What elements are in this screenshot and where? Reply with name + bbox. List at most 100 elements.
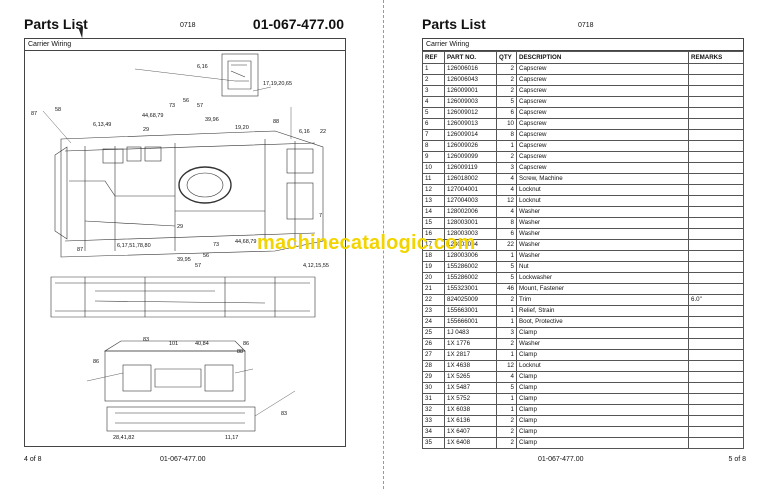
page-code: 0718 [578, 22, 594, 29]
cell-part-no: 127004003 [444, 195, 497, 207]
cell-remarks [688, 250, 744, 262]
cell-description: Clamp [516, 437, 689, 449]
callout: 6,13,49 [93, 122, 111, 128]
cell-qty: 2 [496, 338, 517, 350]
cell-ref: 29 [422, 371, 445, 383]
cell-description: Capscrew [516, 85, 689, 97]
cell-remarks [688, 74, 744, 86]
callout: 29 [143, 127, 149, 133]
cell-description: Washer [516, 228, 689, 240]
col-part-no: PART NO. [444, 51, 497, 64]
col-qty: QTY [496, 51, 517, 64]
callout: 39,95 [177, 257, 191, 263]
cell-ref: 2 [422, 74, 445, 86]
cell-part-no: 126009003 [444, 96, 497, 108]
callout: 17,19,20,65 [263, 81, 292, 87]
cell-part-no: 1X 5487 [444, 382, 497, 394]
cell-remarks [688, 393, 744, 405]
cell-part-no: 126018002 [444, 173, 497, 185]
cell-ref: 32 [422, 404, 445, 416]
cell-description: Clamp [516, 371, 689, 383]
callout: 73 [169, 103, 175, 109]
callout: 44,68,79 [235, 239, 256, 245]
cell-description: Capscrew [516, 162, 689, 174]
cell-qty: 10 [496, 118, 517, 130]
cell-part-no: 128003001 [444, 217, 497, 229]
cell-part-no: 155663001 [444, 305, 497, 317]
wiring-drawing: 6,16 17,19,20,65 73 56 57 44,68,79 39,96… [24, 51, 346, 447]
callout: 58 [55, 107, 61, 113]
cell-part-no: 1X 4638 [444, 360, 497, 372]
cell-qty: 5 [496, 261, 517, 273]
cell-part-no: 128002006 [444, 206, 497, 218]
cell-ref: 15 [422, 217, 445, 229]
cell-qty: 4 [496, 206, 517, 218]
cell-qty: 1 [496, 305, 517, 317]
cell-remarks [688, 316, 744, 328]
section-label: Carrier Wiring [24, 38, 346, 51]
table-header-row: REF PART NO. QTY DESCRIPTION REMARKS [422, 51, 744, 64]
callout: 19,20 [235, 125, 249, 131]
cell-qty: 46 [496, 283, 517, 295]
cell-description: Washer [516, 250, 689, 262]
cell-description: Capscrew [516, 118, 689, 130]
cell-remarks [688, 118, 744, 130]
cell-description: Boot, Protective [516, 316, 689, 328]
callout: 88 [273, 119, 279, 125]
cell-description: Nut [516, 261, 689, 273]
cell-remarks [688, 217, 744, 229]
cell-remarks [688, 382, 744, 394]
cell-qty: 12 [496, 360, 517, 372]
cell-part-no: 155323001 [444, 283, 497, 295]
col-remarks: REMARKS [688, 51, 744, 64]
callout: 56 [203, 253, 209, 259]
cell-remarks [688, 184, 744, 196]
callout: 11,17 [225, 435, 238, 441]
callout: 86 [93, 359, 99, 365]
callout: 83 [281, 411, 287, 417]
cell-remarks [688, 272, 744, 284]
cell-part-no: 1X 5752 [444, 393, 497, 405]
cell-remarks [688, 283, 744, 295]
cell-description: Capscrew [516, 107, 689, 119]
cell-description: Clamp [516, 382, 689, 394]
cell-part-no: 126006043 [444, 74, 497, 86]
cell-description: Capscrew [516, 96, 689, 108]
cell-part-no: 155666001 [444, 316, 497, 328]
cell-part-no: 1X 6407 [444, 426, 497, 438]
cell-remarks [688, 129, 744, 141]
callout: 29 [177, 224, 183, 230]
cell-description: Clamp [516, 393, 689, 405]
page-title: Parts List [422, 16, 486, 32]
page-divider [383, 0, 384, 489]
callout: 87 [31, 111, 37, 117]
cell-part-no: 126006016 [444, 63, 497, 75]
cell-remarks [688, 338, 744, 350]
cell-remarks: 6.0" [688, 294, 744, 306]
cell-ref: 20 [422, 272, 445, 284]
cell-part-no: 126009014 [444, 129, 497, 141]
callout: 7 [319, 213, 322, 219]
callout: 86 [243, 341, 249, 347]
page-title: Parts List [24, 16, 88, 32]
cell-ref: 25 [422, 327, 445, 339]
cell-qty: 3 [496, 162, 517, 174]
cell-qty: 8 [496, 129, 517, 141]
callout: 22 [320, 129, 326, 135]
cell-remarks [688, 261, 744, 273]
callout: 87 [77, 247, 83, 253]
cell-qty: 6 [496, 228, 517, 240]
cell-ref: 33 [422, 415, 445, 427]
cell-description: Capscrew [516, 140, 689, 152]
cell-ref: 19 [422, 261, 445, 273]
